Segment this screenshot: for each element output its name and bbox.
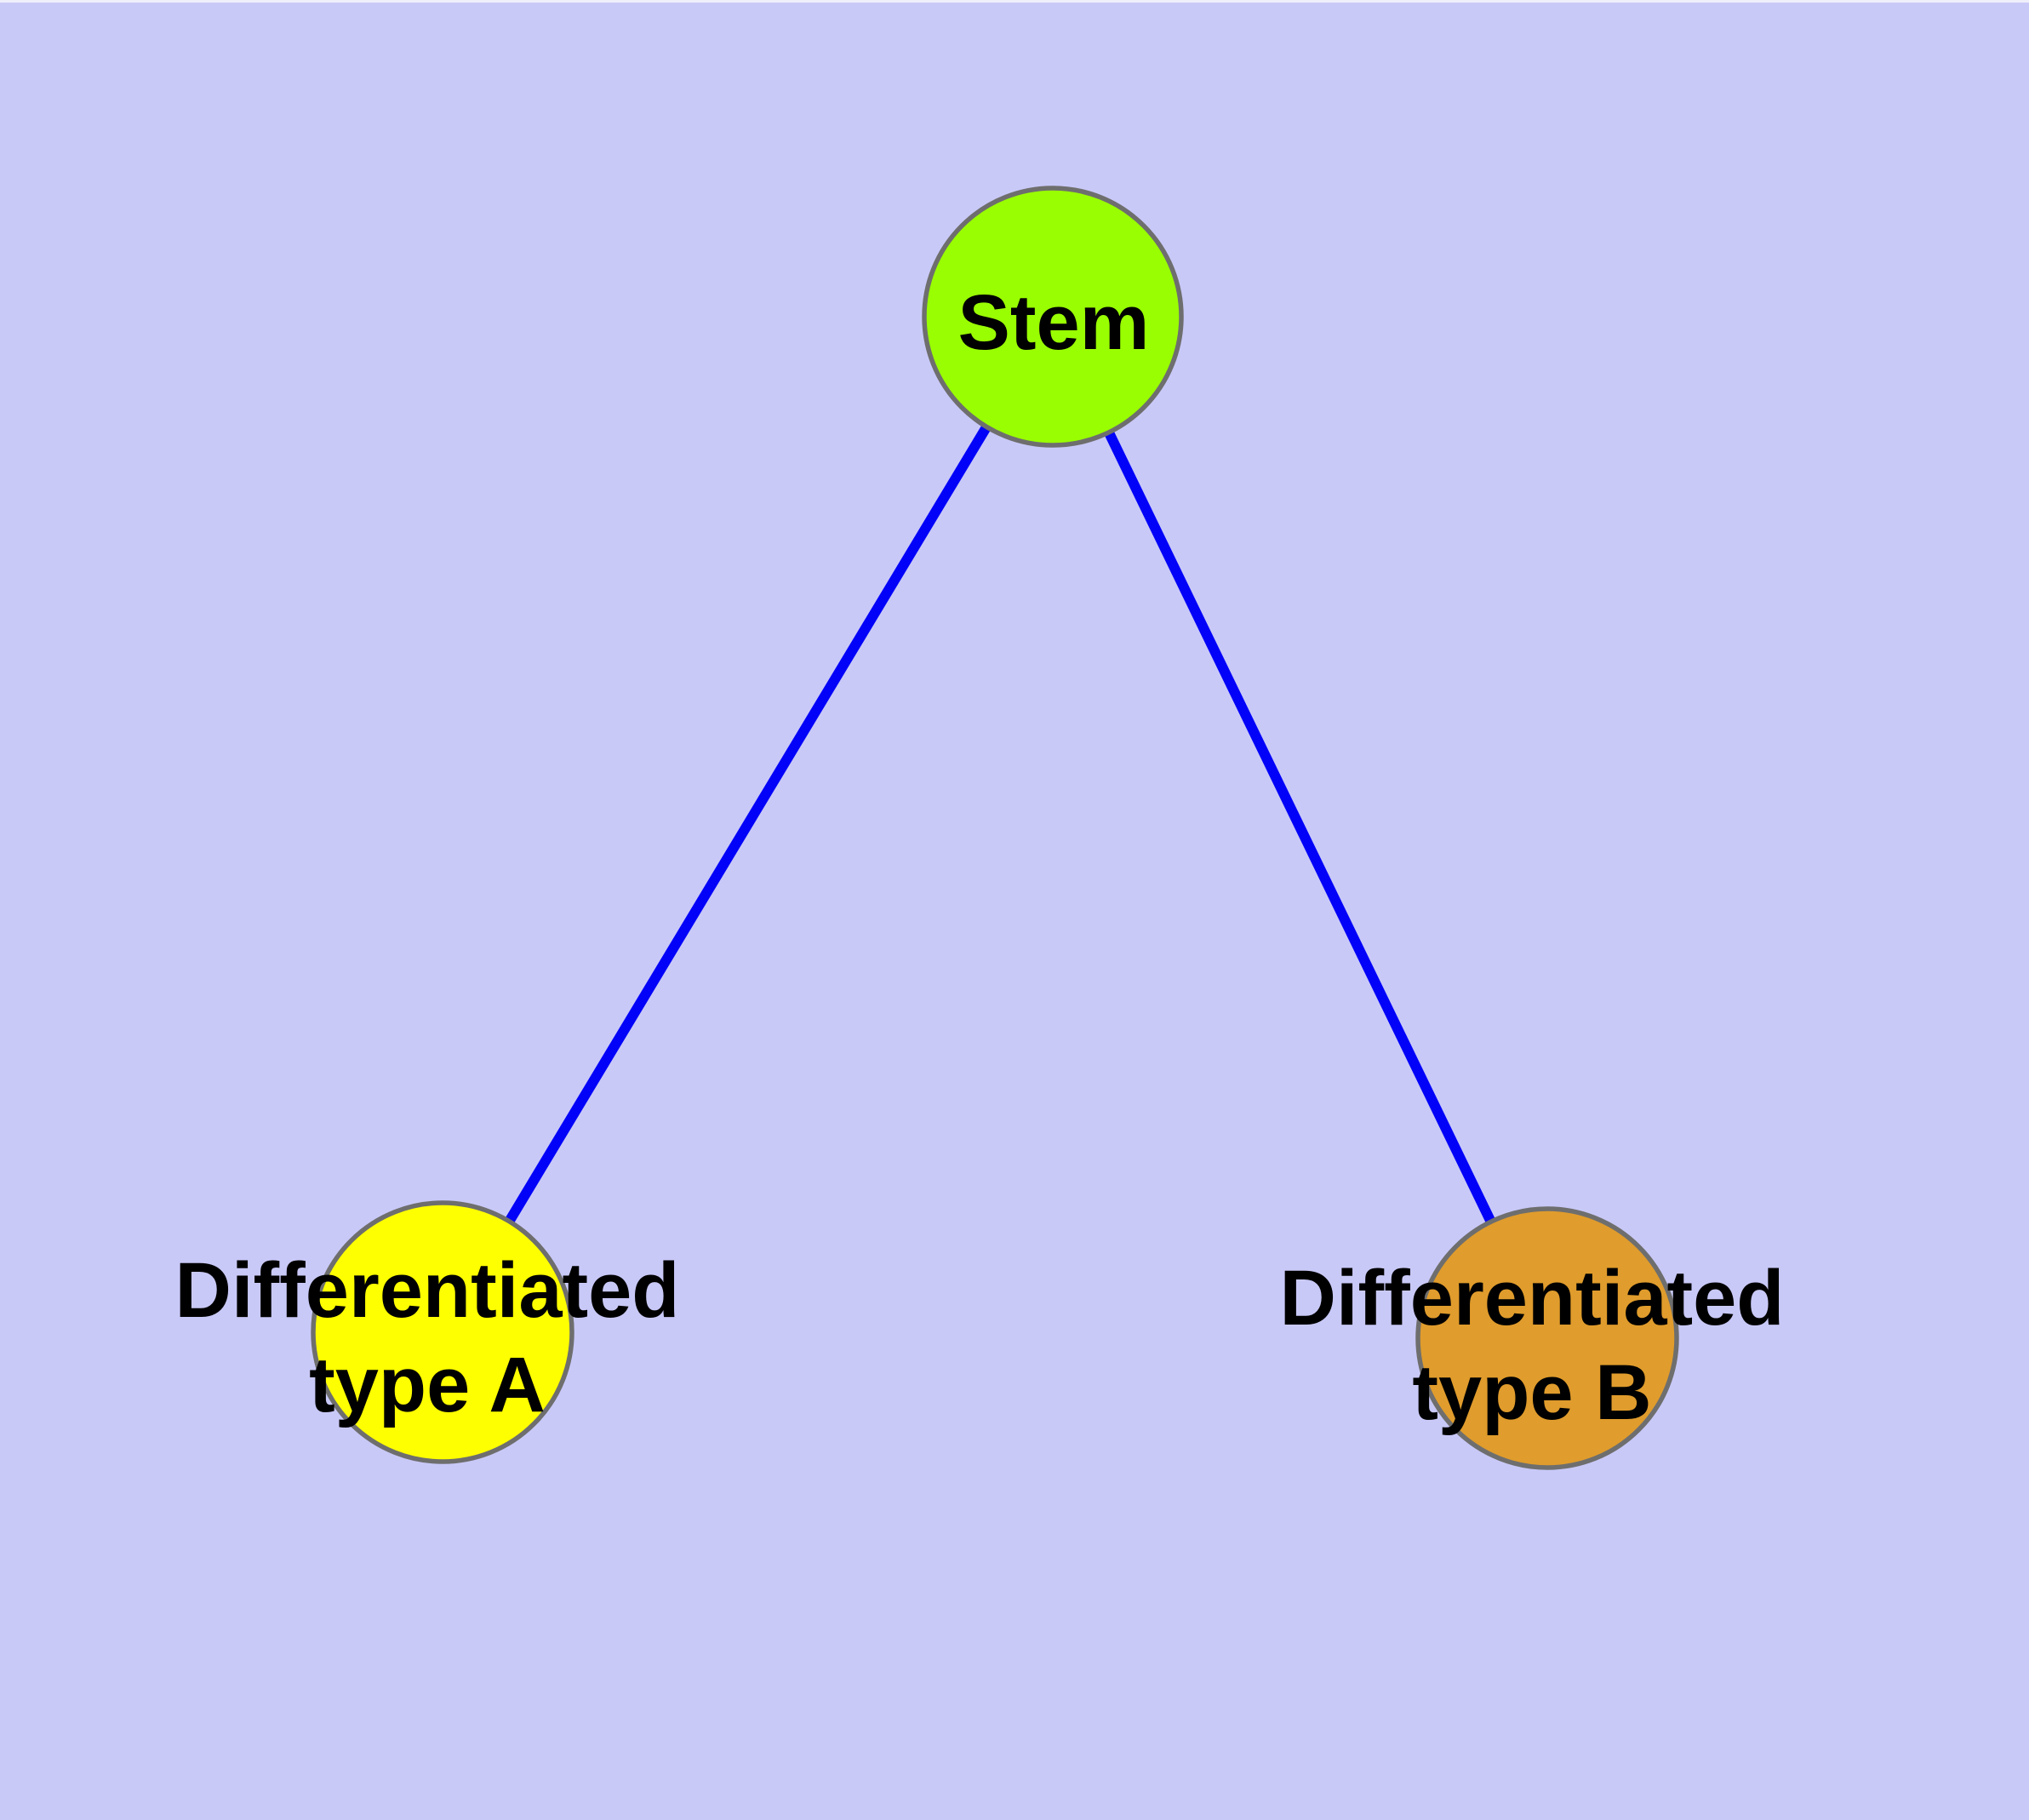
edge-stem-to-type-a bbox=[437, 313, 1058, 1336]
node-differentiated-type-a-label-line1: Differentiated bbox=[175, 1247, 680, 1334]
edge-layer bbox=[437, 313, 1552, 1341]
node-stem-circle[interactable] bbox=[922, 186, 1184, 448]
node-stem: Stem bbox=[922, 186, 1184, 448]
node-stem-label: Stem bbox=[958, 279, 1150, 366]
node-differentiated-type-a: Differentiated type A bbox=[175, 1200, 680, 1464]
node-differentiated-type-b: Differentiated type B bbox=[1280, 1206, 1785, 1470]
node-differentiated-type-b-label-line1: Differentiated bbox=[1280, 1255, 1785, 1342]
node-differentiated-type-a-label-line2: type A bbox=[309, 1342, 546, 1428]
node-differentiated-type-b-label-line2: type B bbox=[1412, 1349, 1651, 1436]
edge-stem-to-type-b bbox=[1048, 314, 1552, 1341]
node-differentiated-type-b-circle[interactable] bbox=[1415, 1206, 1679, 1470]
node-differentiated-type-a-circle[interactable] bbox=[311, 1200, 574, 1464]
